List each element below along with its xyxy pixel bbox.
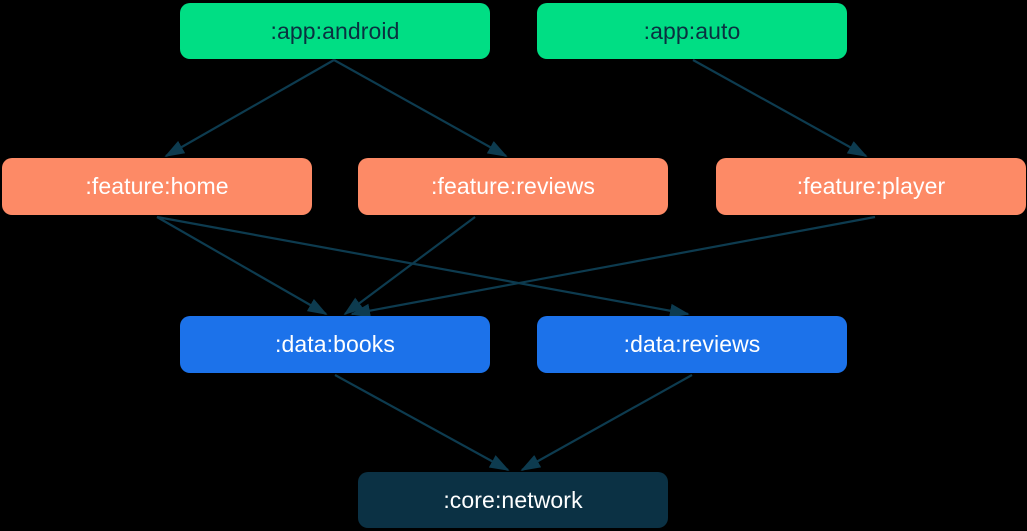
node-label: :app:android [270,17,400,44]
node-label: :app:auto [643,17,741,44]
node-label: :data:reviews [623,331,761,357]
node-label: :data:books [274,331,396,357]
edge-app-android-to-feature-home [164,59,335,157]
edge-app-android-to-feature-reviews [333,59,508,157]
edge-app-auto-to-feature-player [692,59,868,157]
edge-feature-reviews-to-data-books [343,216,476,316]
node-label: :feature:reviews [431,173,595,199]
node-app-android[interactable]: :app:android [180,3,490,59]
node-feature-home[interactable]: :feature:home [2,158,312,215]
edge-feature-home-to-data-books [156,216,328,315]
edge-feature-player-to-data-books [350,215,876,318]
node-label: :core:network [443,486,583,513]
edge-data-books-to-core-network [334,374,510,471]
node-data-reviews[interactable]: :data:reviews [537,316,847,373]
edge-group [156,59,876,471]
edge-data-reviews-to-core-network [520,374,693,471]
node-feature-reviews[interactable]: :feature:reviews [358,158,668,215]
node-feature-player[interactable]: :feature:player [716,158,1026,215]
node-label: :feature:home [85,173,229,199]
edge-feature-home-to-data-reviews [156,215,690,318]
node-core-network[interactable]: :core:network [358,472,668,528]
node-label: :feature:player [796,173,946,199]
node-data-books[interactable]: :data:books [180,316,490,373]
node-app-auto[interactable]: :app:auto [537,3,847,59]
